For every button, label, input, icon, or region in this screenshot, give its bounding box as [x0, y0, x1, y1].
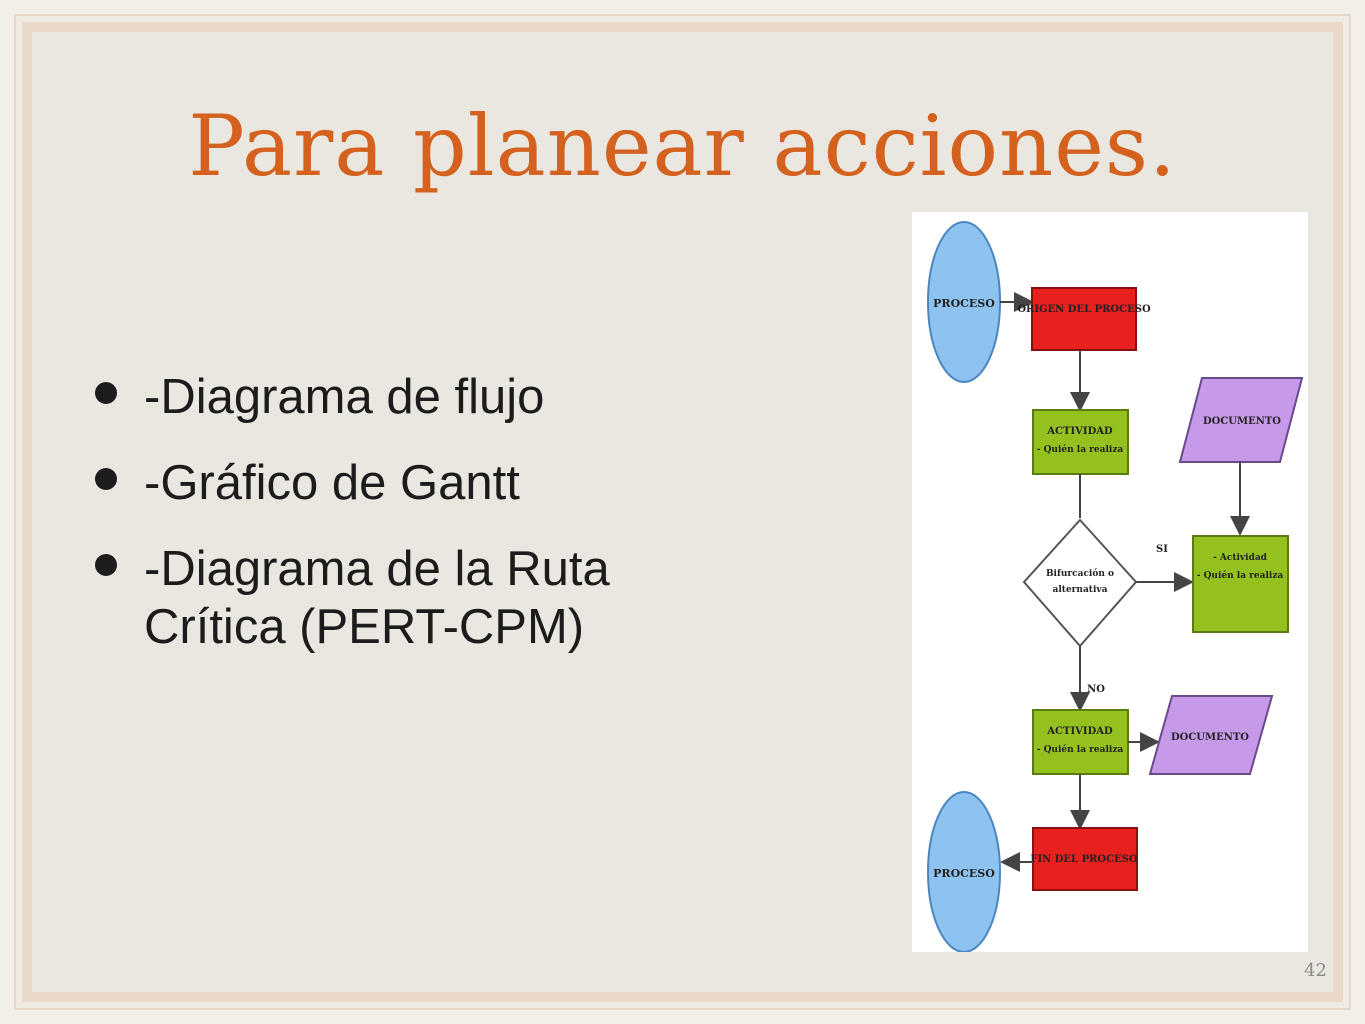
- end-circle: [927, 791, 1001, 952]
- page-number: 42: [1304, 960, 1327, 981]
- activity-2-sub: - Quién la realiza: [1037, 744, 1124, 755]
- activity-box-1: [1032, 409, 1129, 475]
- yes-label: SI: [1156, 544, 1168, 555]
- bullet-dot-icon: [95, 554, 117, 576]
- document-shape-2: [1148, 695, 1274, 775]
- flowchart-image: PROCESO ORIGEN DEL PROCESO ACTIVIDAD - Q…: [912, 212, 1308, 952]
- bullet-item: -Diagrama de la Ruta Crítica (PERT-CPM): [95, 540, 755, 656]
- bullet-text: -Diagrama de flujo: [144, 370, 545, 424]
- decision-diamond: [1022, 518, 1138, 648]
- bullet-item: -Diagrama de flujo: [95, 368, 755, 426]
- activity-1-sub: - Quién la realiza: [1037, 444, 1124, 455]
- activity-2-title: ACTIVIDAD: [1046, 726, 1113, 737]
- bullet-list: -Diagrama de flujo -Gráfico de Gantt -Di…: [95, 368, 755, 684]
- bullet-dot-icon: [95, 468, 117, 490]
- document-2-label: DOCUMENTO: [1171, 732, 1249, 743]
- decision-line-1: Bifurcación o: [1046, 568, 1114, 579]
- activity-right-line-2: - Quién la realiza: [1197, 570, 1284, 581]
- flowchart-svg: PROCESO ORIGEN DEL PROCESO ACTIVIDAD - Q…: [927, 221, 1304, 952]
- slide-title: Para planear acciones.: [188, 97, 1177, 195]
- end-circle-label: PROCESO: [933, 867, 995, 880]
- decision-line-2: alternativa: [1053, 585, 1108, 595]
- bullet-text: -Gráfico de Gantt: [144, 456, 520, 510]
- document-1-label: DOCUMENTO: [1203, 416, 1281, 427]
- origin-box-label: ORIGEN DEL PROCESO: [1017, 304, 1151, 315]
- bullet-text: -Diagrama de la Ruta Crítica (PERT-CPM): [144, 542, 610, 654]
- end-box-label: FIN DEL PROCESO: [1030, 854, 1138, 865]
- no-label: NO: [1087, 684, 1105, 695]
- activity-1-title: ACTIVIDAD: [1046, 426, 1113, 437]
- bullet-dot-icon: [95, 382, 117, 404]
- activity-right-line-1: - Actividad: [1213, 553, 1268, 563]
- end-box: [1032, 827, 1138, 891]
- document-shape-1: [1178, 377, 1304, 463]
- origin-box: [1031, 287, 1137, 351]
- bullet-item: -Gráfico de Gantt: [95, 454, 755, 512]
- activity-box-2: [1032, 709, 1129, 775]
- start-circle-label: PROCESO: [933, 297, 995, 310]
- activity-box-right: [1192, 535, 1289, 633]
